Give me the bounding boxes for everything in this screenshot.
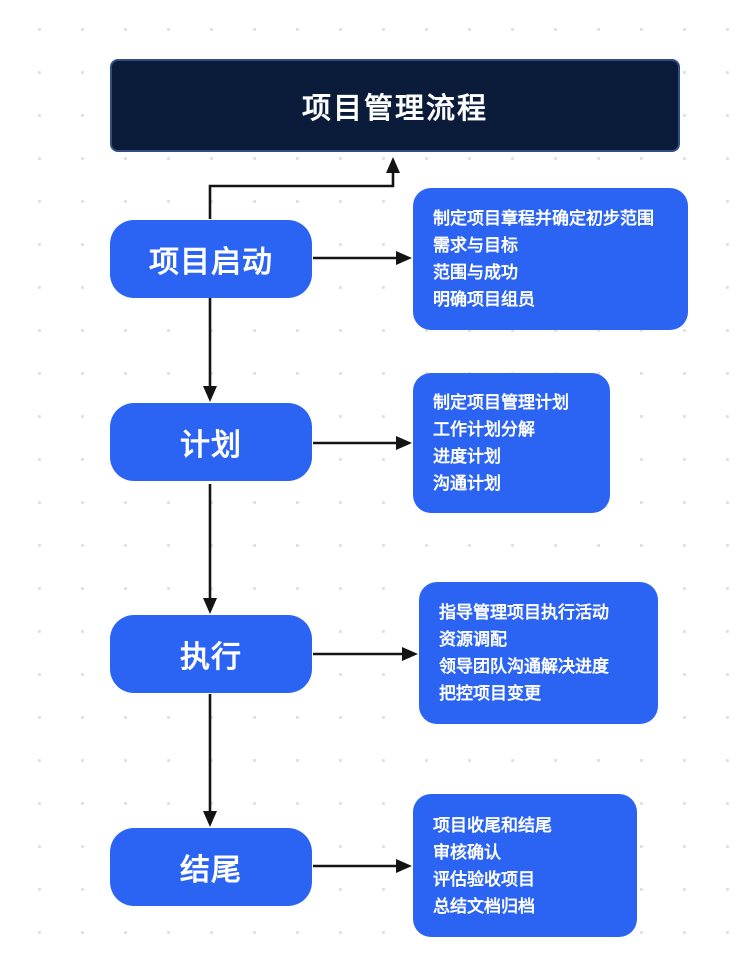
stage-node-execution: 执行 [110,615,312,693]
detail-card-closing: 项目收尾和结尾 审核确认 评估验收项目 总结文档归档 [413,794,637,937]
detail-line: 制定项目管理计划 [433,393,569,412]
detail-card-execution: 指导管理项目执行活动 资源调配 领导团队沟通解决进度 把控项目变更 [419,582,658,724]
stage-label-initiation: 项目启动 [149,246,273,279]
detail-line: 制定项目章程并确定初步范围 [433,209,654,228]
detail-line: 沟通计划 [433,474,501,493]
stage-label-planning: 计划 [180,429,242,462]
detail-line: 审核确认 [433,842,501,862]
detail-line: 评估验收项目 [433,869,535,889]
detail-card-planning: 制定项目管理计划 工作计划分解 进度计划 沟通计划 [413,373,610,513]
detail-line: 项目收尾和结尾 [433,815,552,835]
stage-label-execution: 执行 [180,641,242,674]
stage-node-closing: 结尾 [110,828,312,906]
detail-line: 范围与成功 [433,263,518,282]
page-title: 项目管理流程 [301,92,488,125]
arrow-stage1-to-title [208,157,400,219]
detail-line: 把控项目变更 [439,684,541,703]
detail-line: 工作计划分解 [433,420,535,439]
detail-line: 指导管理项目执行活动 [439,603,609,622]
detail-line: 进度计划 [433,447,501,466]
detail-line: 明确项目组员 [433,290,535,309]
stage-node-initiation: 项目启动 [110,220,312,298]
detail-card-initiation: 制定项目章程并确定初步范围 需求与目标 范围与成功 明确项目组员 [413,188,688,330]
detail-line: 领导团队沟通解决进度 [439,657,609,676]
stage-label-closing: 结尾 [180,854,242,887]
stage-node-planning: 计划 [110,403,312,481]
detail-line: 总结文档归档 [433,896,535,916]
detail-line: 需求与目标 [433,236,518,255]
detail-line: 资源调配 [439,630,507,649]
title-node: 项目管理流程 [110,59,680,152]
